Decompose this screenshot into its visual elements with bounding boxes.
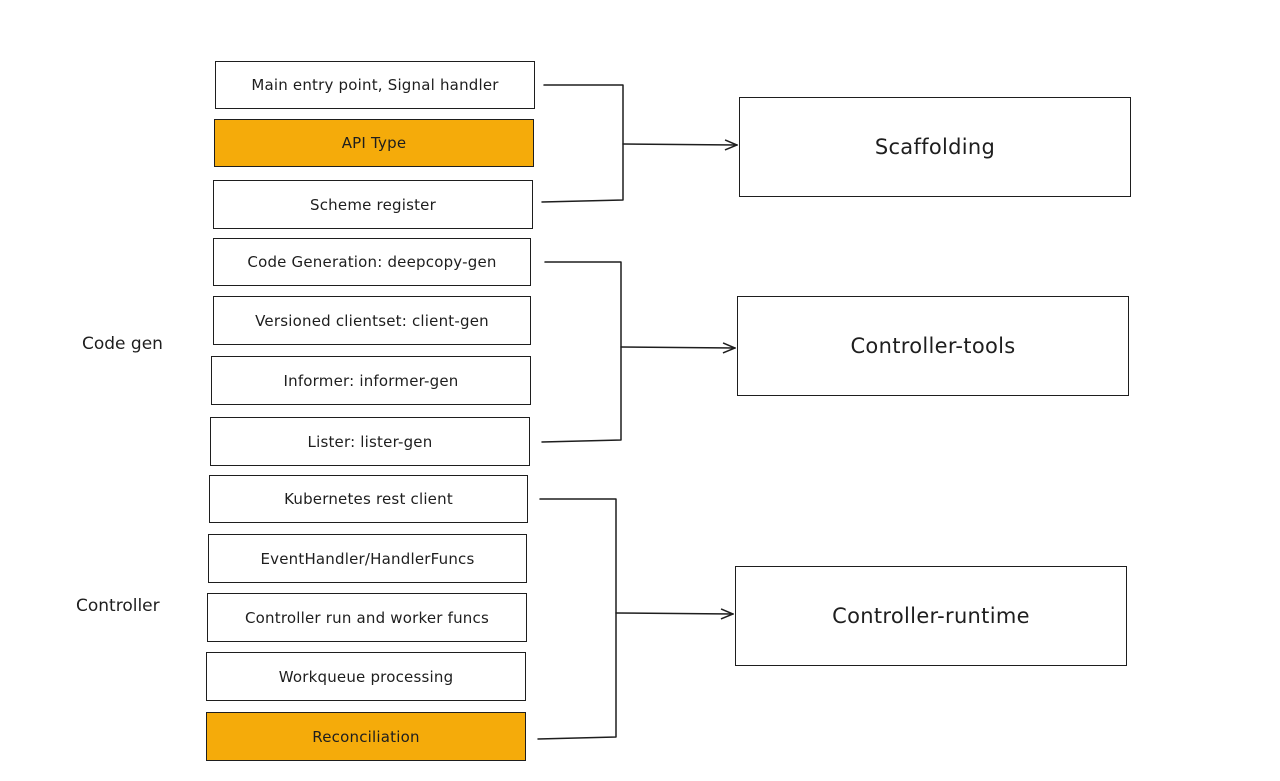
bracket-controller-tools [541,261,622,443]
group-label-code-gen: Code gen [82,334,163,354]
component-scheme-register: Scheme register [213,180,533,229]
bracket-scaffolding [541,84,624,203]
component-main-entry: Main entry point, Signal handler [215,61,535,109]
target-controller-runtime: Controller-runtime [735,566,1127,666]
component-informer-gen: Informer: informer-gen [211,356,531,405]
component-client-gen: Versioned clientset: client-gen [213,296,531,345]
component-event-handler: EventHandler/HandlerFuncs [208,534,527,583]
component-rest-client: Kubernetes rest client [209,475,528,523]
arrow-controller-tools [620,347,735,348]
component-lister-gen: Lister: lister-gen [210,417,530,466]
component-deepcopy-gen: Code Generation: deepcopy-gen [213,238,531,286]
target-controller-tools: Controller-tools [737,296,1129,396]
component-api-type: API Type [214,119,534,167]
arrow-controller-runtime [615,613,733,614]
component-workqueue: Workqueue processing [206,652,526,701]
group-label-controller: Controller [76,596,160,616]
arrow-scaffolding [622,144,737,145]
target-scaffolding: Scaffolding [739,97,1131,197]
component-reconciliation: Reconciliation [206,712,526,761]
component-controller-run: Controller run and worker funcs [207,593,527,642]
bracket-controller-runtime [537,498,617,740]
